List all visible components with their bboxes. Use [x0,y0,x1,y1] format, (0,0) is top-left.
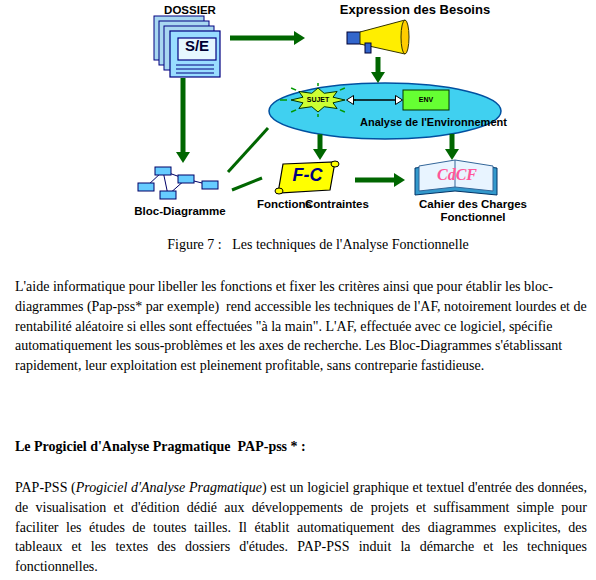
body-paragraph: PAP-PSS (Progiciel d'Analyse Pragmatique… [15,478,587,577]
ray-dash [291,88,296,90]
box-outline [403,90,449,110]
ray-dash [340,88,345,90]
megaphone-cone [360,20,405,54]
node-label: SUJET [290,96,346,104]
environment-box: ENV [403,90,449,110]
mini-block [160,191,176,199]
ray-dash [340,110,345,112]
section-heading: Le Progiciel d'Analyse Pragmatique PAP-p… [15,437,587,457]
text-line [176,73,214,74]
scroll-curl [275,188,283,194]
text-run: Le Progiciel d'Analyse Pragmatique PAP-p… [15,439,306,454]
ellipse-outline [269,83,501,139]
flow-arrow [450,134,455,149]
function-scroll: F-CFonctionsContraintes [255,160,355,210]
block-diagram-icon: Bloc-Diagramme [130,163,230,218]
star-outline [291,88,345,112]
node-label: DOSSIER [150,4,230,17]
leader-line [228,128,268,172]
scroll-curl [331,161,339,167]
node-label: F-C [285,165,330,185]
flow-arrow [318,134,323,149]
node-shape [268,82,502,140]
node-sublabel: Cahier des Charges Fonctionnel [408,198,538,224]
mini-block [202,181,218,189]
ray-dash [291,110,296,112]
title-frame [178,38,216,60]
node-label: Bloc-Diagramme [130,205,230,218]
megaphone-grip [365,43,371,53]
megaphone-icon: Expression des Besoins [305,3,500,57]
flow-arrow [355,178,394,183]
book-pages [419,160,493,191]
mini-block [155,167,171,175]
text-line [176,69,214,70]
node-label: Analyse de l'Environnement [360,116,507,129]
text-run: PAP-PSS ( [15,480,76,495]
node-sublabel: Fonctions [257,198,312,211]
mini-block [178,175,194,183]
subject-star: SUJET [290,88,346,112]
node-label: CdCF [425,166,489,184]
ray-dash [349,99,356,101]
flow-arrow [230,36,294,41]
specification-book: CdCFCahier des Charges Fonctionnel [405,160,540,218]
text-line [176,65,214,66]
ray-dash [280,99,287,101]
flow-arrow [376,57,381,72]
megaphone-mouth [401,20,409,54]
flow-arrow [181,78,186,152]
node-sublabel: S/E [178,39,216,52]
node-sublabel: Contraintes [305,198,369,211]
figure-caption: Figure 7 : Les techniques de l'Analyse F… [118,237,518,253]
ray-dash [317,114,319,117]
node-label: Expression des Besoins [330,3,500,16]
document-stack: DOSSIER S/E [150,4,230,78]
node-label: ENV [403,96,449,104]
mini-block [138,183,154,191]
analysis-ellipse: Analyse de l'EnvironnementSUJETENV [268,82,502,140]
text-run: L'aide informatique pour libeller les fo… [15,279,590,373]
body-paragraph: L'aide informatique pour libeller les fo… [15,277,587,376]
page-sheet [170,31,220,77]
megaphone-handle [347,32,361,44]
scroll-outline [278,162,335,193]
leader-line [232,178,262,190]
ray-dash [317,83,319,86]
italic-phrase: Progiciel d'Analyse Pragmatique [76,480,262,495]
